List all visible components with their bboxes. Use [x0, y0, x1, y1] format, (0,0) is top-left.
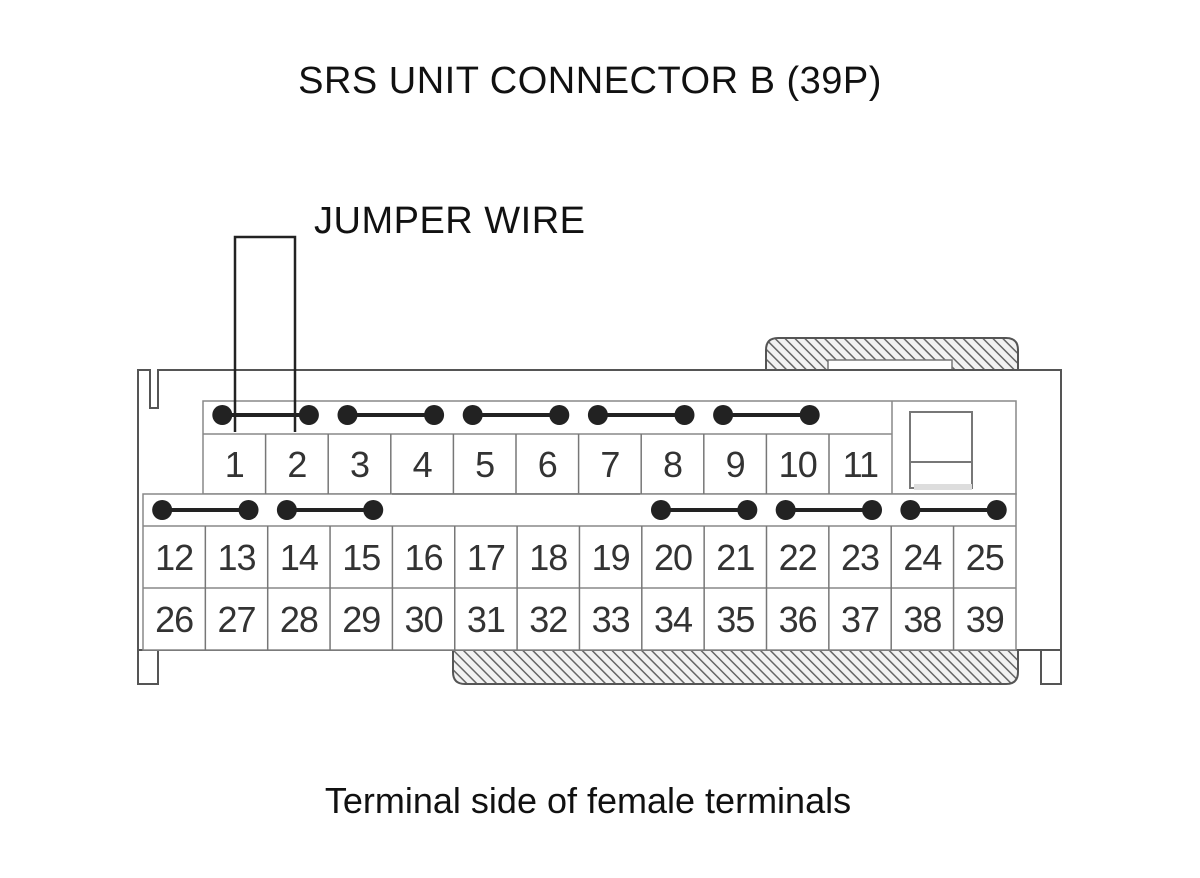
pin-17-label: 17 [467, 537, 505, 578]
pin-13-label: 13 [218, 537, 256, 578]
pin-1-label: 1 [225, 444, 244, 485]
key-cavity [909, 411, 973, 489]
pin-37-label: 37 [841, 599, 879, 640]
pin-22-label: 22 [779, 537, 817, 578]
pin-39-label: 39 [966, 599, 1004, 640]
right-foot [1040, 649, 1062, 685]
pin-35-label: 35 [716, 599, 754, 640]
pin-23-label: 23 [841, 537, 879, 578]
pin-21-label: 21 [716, 537, 754, 578]
pin-9-label: 9 [726, 444, 745, 485]
pin-30-label: 30 [405, 599, 443, 640]
shorting-bar-5-6 [462, 405, 570, 425]
shorting-bar-12-13 [152, 500, 259, 520]
pin-18-label: 18 [529, 537, 567, 578]
pin-11-label: 11 [843, 444, 878, 485]
pin-24-label: 24 [903, 537, 941, 578]
diagram-caption: Terminal side of female terminals [324, 780, 852, 821]
shorting-bar-9-10 [713, 405, 820, 425]
pin-29-label: 29 [342, 599, 380, 640]
pin-32-label: 32 [529, 599, 567, 640]
pin-25-label: 25 [966, 537, 1004, 578]
jumper-wire [233, 235, 297, 432]
pin-38-label: 38 [903, 599, 941, 640]
pin-7-label: 7 [600, 444, 619, 485]
top-lock-slot [827, 359, 953, 371]
key-cavity-base [914, 484, 972, 490]
shorting-bar-24-25 [900, 500, 1007, 520]
pin-4-label: 4 [413, 444, 432, 485]
pin-16-label: 16 [405, 537, 443, 578]
bottom-lock-tab [452, 650, 1019, 685]
pin-14-label: 14 [280, 537, 318, 578]
pin-8-label: 8 [663, 444, 682, 485]
pin-31-label: 31 [467, 599, 505, 640]
shorting-bar-3-4 [337, 405, 445, 425]
shorting-bar-20-21 [650, 500, 758, 520]
pin-3-label: 3 [350, 444, 369, 485]
shorting-bar-22-23 [775, 500, 883, 520]
pin-2-label: 2 [287, 444, 306, 485]
pin-28-label: 28 [280, 599, 318, 640]
shorting-bar-14-15 [276, 500, 384, 520]
pin-6-label: 6 [538, 444, 557, 485]
pin-36-label: 36 [779, 599, 817, 640]
pin-5-label: 5 [475, 444, 494, 485]
pin-34-label: 34 [654, 599, 692, 640]
pin-19-label: 19 [592, 537, 630, 578]
left-foot [137, 649, 159, 685]
jumper-wire-label: JUMPER WIRE [314, 200, 586, 242]
pin-26-label: 26 [155, 599, 193, 640]
shorting-bar-7-8 [587, 405, 695, 425]
pin-12-label: 12 [155, 537, 193, 578]
pin-27-label: 27 [218, 599, 256, 640]
pin-33-label: 33 [592, 599, 630, 640]
pin-20-label: 20 [654, 537, 692, 578]
pin-15-label: 15 [342, 537, 380, 578]
pin-10-label: 10 [779, 444, 817, 485]
diagram-title: SRS UNIT CONNECTOR B (39P) [298, 60, 882, 102]
